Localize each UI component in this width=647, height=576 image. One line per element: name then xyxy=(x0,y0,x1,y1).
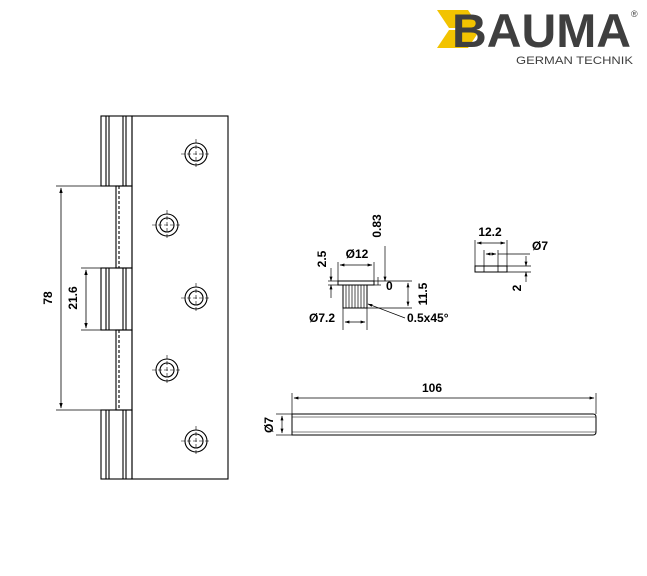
screw-dim-head-height: 2.5 xyxy=(315,250,329,267)
screw-hole xyxy=(181,426,211,456)
washer-dim-outer-width: 12.2 xyxy=(478,225,502,239)
hinge-knuckle-bottom xyxy=(100,409,133,480)
pin-dim-length: 106 xyxy=(422,381,442,395)
registered-mark: ® xyxy=(631,9,638,19)
brand-logo: BAUMA ® GERMAN TECHNIK xyxy=(437,4,638,67)
washer-dim-thickness: 2 xyxy=(510,284,524,291)
screw-head xyxy=(337,280,375,286)
dimension-label-78: 78 xyxy=(41,291,55,305)
screw-dim-gap: 0 xyxy=(386,279,393,293)
brand-tagline: GERMAN TECHNIK xyxy=(516,55,634,67)
screw-dim-head-diameter: Ø12 xyxy=(346,247,369,261)
washer-drawing xyxy=(474,240,531,282)
screw-dim-top-offset: 0.83 xyxy=(370,214,384,238)
washer-dim-hole-diameter: Ø7 xyxy=(532,239,548,253)
screw-hole xyxy=(181,283,211,313)
washer-body xyxy=(474,265,508,273)
hinge-knuckle-upper-leaf xyxy=(115,185,133,269)
brand-name: BAUMA xyxy=(452,4,631,57)
pin-drawing xyxy=(276,393,597,436)
hinge-knuckle-lower-leaf xyxy=(115,329,133,411)
hinge-leaf xyxy=(131,115,229,480)
screw-hole xyxy=(181,139,211,169)
hinge-knuckle-middle xyxy=(100,267,133,331)
screw-drawing xyxy=(328,246,412,330)
dimension-21-6 xyxy=(81,267,101,331)
pin-dim-diameter: Ø7 xyxy=(262,417,276,433)
hinge-knuckle-top xyxy=(100,115,133,187)
screw-hole xyxy=(152,355,182,385)
screw-dim-shank-length: 11.5 xyxy=(416,282,430,305)
dimension-78 xyxy=(56,185,116,411)
logo-mark-icon xyxy=(437,10,480,48)
screw-hole xyxy=(152,210,182,240)
screw-dim-shank-diameter: Ø7.2 xyxy=(309,311,335,325)
hinge-drawing xyxy=(56,115,229,480)
screw-dim-chamfer: 0.5x45° xyxy=(407,311,449,325)
dimension-label-21-6: 21.6 xyxy=(66,286,80,310)
